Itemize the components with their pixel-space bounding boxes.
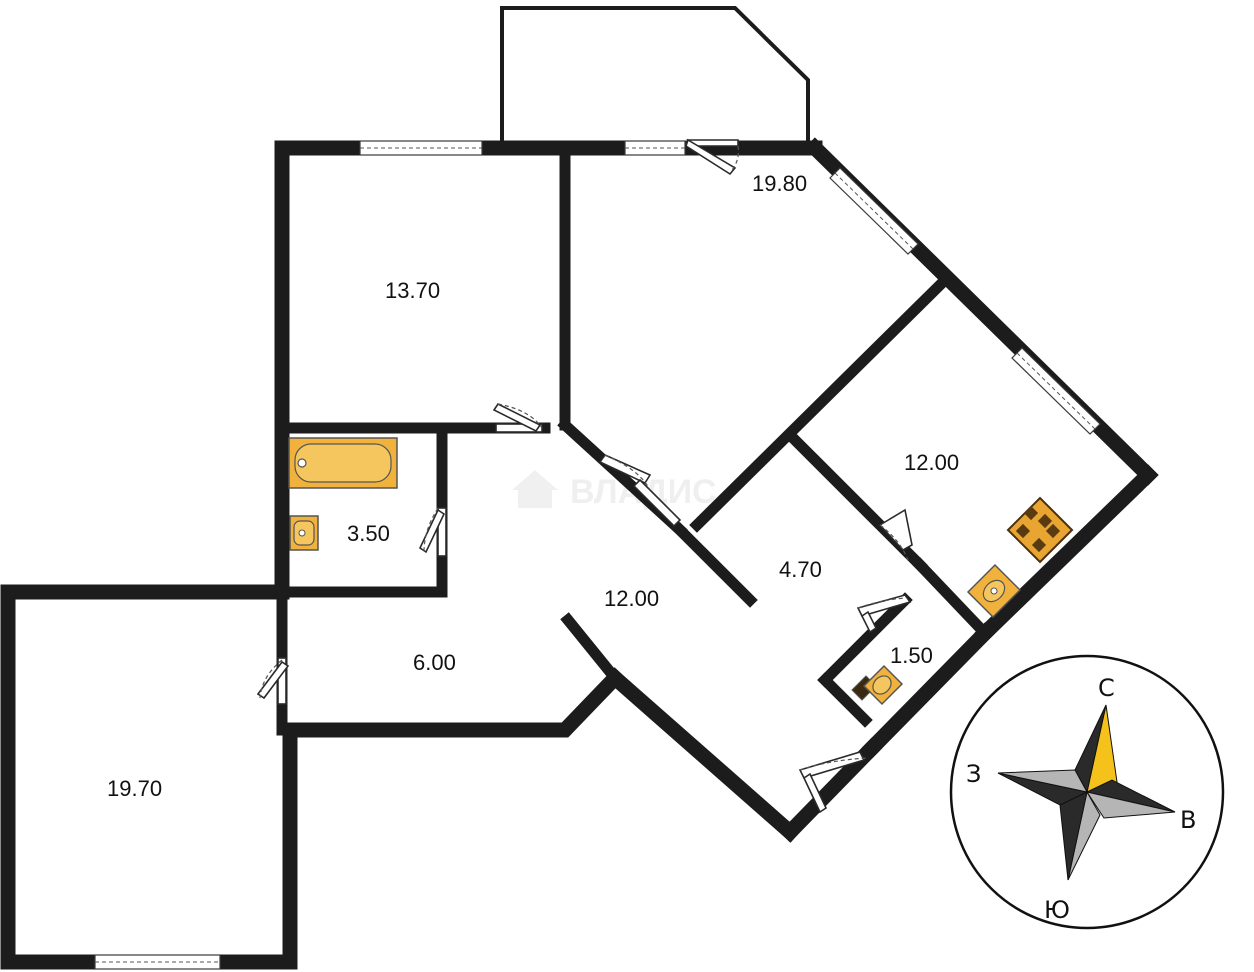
fixtures: [288, 437, 1074, 706]
bathtub-icon: [288, 437, 398, 489]
area-labels: 13.70 19.80 12.00 3.50 12.00 4.70 1.50 6…: [107, 171, 959, 801]
door-closet: [856, 594, 912, 634]
area-label-room-bath: 3.50: [347, 521, 390, 546]
area-label-room-living: 19.80: [752, 171, 807, 196]
area-label-room-bottom-left: 19.70: [107, 776, 162, 801]
compass-south-label: Ю: [1044, 896, 1070, 924]
compass-north-label: С: [1098, 674, 1115, 702]
door-balcony: [685, 138, 739, 176]
toilet-icon: [851, 664, 904, 706]
doors: [256, 138, 913, 814]
kitchen-sink-icon: [966, 563, 1022, 619]
compass-rose-icon: [997, 704, 1176, 881]
compass: С В Ю З: [949, 654, 1225, 930]
area-label-room-closet: 4.70: [779, 557, 822, 582]
windows: [94, 140, 1101, 970]
stove-icon: [1006, 496, 1074, 564]
window-living-diagonal: [829, 167, 919, 255]
door-top-left-room: [492, 402, 543, 433]
watermark-house-icon: [512, 470, 558, 508]
door-kitchen: [878, 508, 913, 561]
area-label-room-top-left: 13.70: [385, 278, 440, 303]
door-living: [598, 454, 682, 528]
window-top-left: [359, 140, 483, 156]
area-label-room-corridor: 6.00: [413, 650, 456, 675]
door-entrance: [798, 751, 869, 814]
compass-west-label: З: [966, 760, 981, 788]
window-kitchen-diagonal: [1011, 347, 1101, 435]
sink-icon: [289, 515, 319, 551]
balcony-outline: [500, 6, 810, 142]
door-corridor: [256, 657, 290, 705]
area-label-room-hall: 12.00: [604, 586, 659, 611]
area-label-room-kitchen: 12.00: [904, 450, 959, 475]
area-label-room-wc: 1.50: [890, 643, 933, 668]
door-bath: [418, 507, 447, 557]
compass-east-label: В: [1180, 806, 1196, 834]
